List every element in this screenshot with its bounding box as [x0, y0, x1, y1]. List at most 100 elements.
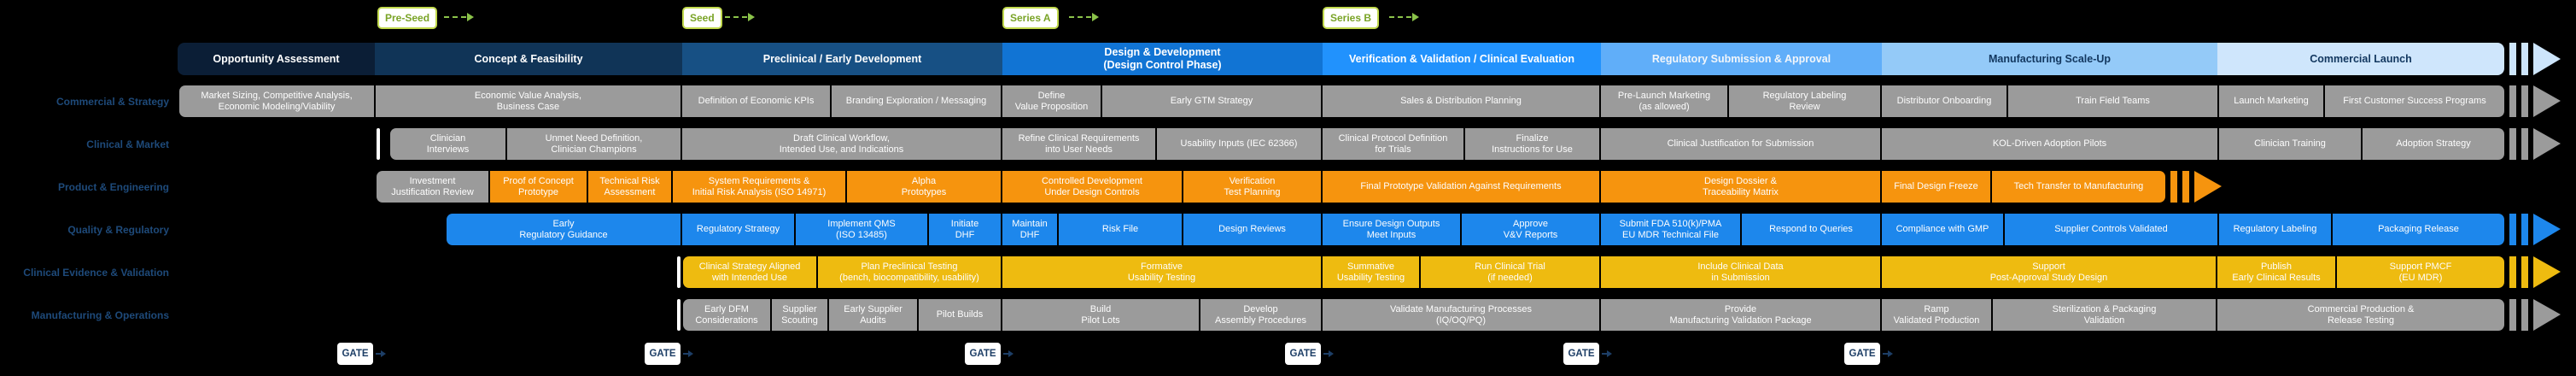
box-regulatory-strategy: Regulatory Strategy — [682, 214, 794, 245]
box-verification-test-planning: Verification Test Planning — [1183, 171, 1321, 203]
box-unmet-need-definition-clinician-champion: Unmet Need Definition, Clinician Champio… — [507, 128, 681, 160]
gate-arrow-dash — [1323, 353, 1329, 355]
lane-continuation-arrow-bar — [2182, 171, 2189, 203]
box-implement-qms-iso-13485: Implement QMS (ISO 13485) — [796, 214, 927, 245]
box-validate-manufacturing-processes-iq-oq-p: Validate Manufacturing Processes (IQ/OQ/… — [1323, 299, 1599, 331]
box-initiate-dhf: Initiate DHF — [929, 214, 1001, 245]
gate-arrow-dash — [1602, 353, 1607, 355]
box-maintain-dhf: Maintain DHF — [1002, 214, 1057, 245]
box-ramp-validated-production: Ramp Validated Production — [1882, 299, 1991, 331]
lane-label-clinical-evidence-validation: Clinical Evidence & Validation — [23, 266, 169, 279]
box-adoption-strategy: Adoption Strategy — [2363, 128, 2504, 160]
lane-continuation-arrow-bar — [2509, 128, 2516, 160]
box-sales-distribution-planning: Sales & Distribution Planning — [1323, 85, 1599, 117]
gate-marker: GATE — [337, 343, 373, 365]
box-build-pilot-lots: Build Pilot Lots — [1002, 299, 1199, 331]
lane-label-commercial-strategy: Commercial & Strategy — [55, 95, 169, 108]
lane-continuation-arrow-bar — [2521, 85, 2528, 117]
milestone-seed: Seed — [682, 7, 722, 29]
lane-label-product-engineering: Product & Engineering — [57, 180, 169, 193]
box-run-clinical-trial-if-needed: Run Clinical Trial (if needed) — [1421, 256, 1599, 288]
lane-continuation-arrow-bar — [2509, 299, 2516, 331]
gate-arrow-dash — [1883, 353, 1888, 355]
lane-continuation-arrow-bar — [2509, 214, 2516, 245]
box-clinician-training: Clinician Training — [2219, 128, 2361, 160]
milestone-pre-seed: Pre-Seed — [377, 7, 438, 29]
box-tech-transfer-to-manufacturing: Tech Transfer to Manufacturing — [1992, 171, 2165, 203]
box-train-field-teams: Train Field Teams — [2008, 85, 2217, 117]
lane-continuation-arrow-bar — [2521, 214, 2528, 245]
box-kol-driven-adoption-pilots: KOL-Driven Adoption Pilots — [1882, 128, 2217, 160]
box-compliance-with-gmp: Compliance with GMP — [1882, 214, 2003, 245]
box-provide-manufacturing-validation-package: Provide Manufacturing Validation Package — [1601, 299, 1880, 331]
box-technical-risk-assessment: Technical Risk Assessment — [588, 171, 671, 203]
box-alpha-prototypes: Alpha Prototypes — [847, 171, 1001, 203]
phase-commercial-launch: Commercial Launch — [2217, 43, 2504, 75]
gate-arrow-dash — [376, 353, 381, 355]
box-commercial-production-release-testing: Commercial Production & Release Testing — [2217, 299, 2504, 331]
box-first-customer-success-programs: First Customer Success Programs — [2325, 85, 2504, 117]
gate-arrow-dash — [683, 353, 688, 355]
box-packaging-release: Packaging Release — [2333, 214, 2504, 245]
lane-continuation-arrow-bar — [2521, 299, 2528, 331]
lane-continuation-arrow-head-icon — [2533, 299, 2561, 331]
phase-concept-feasibility: Concept & Feasibility — [375, 43, 682, 75]
box-proof-of-concept-prototype: Proof of Concept Prototype — [490, 171, 587, 203]
milestone-series-b: Series B — [1323, 7, 1380, 29]
gate-marker: GATE — [645, 343, 681, 365]
box-design-reviews: Design Reviews — [1183, 214, 1321, 245]
box-support-post-approval-study-design: Support Post-Approval Study Design — [1882, 256, 2216, 288]
box-branding-exploration-messaging: Branding Exploration / Messaging — [832, 85, 1001, 117]
milestone-arrow-dash — [444, 16, 466, 18]
gate-marker: GATE — [1563, 343, 1599, 365]
phase-continuation-arrow-head-icon — [2533, 43, 2561, 75]
box-regulatory-labeling: Regulatory Labeling — [2219, 214, 2331, 245]
phase-continuation-arrow-bar — [2509, 43, 2516, 75]
box-economic-value-analysis-business-case: Economic Value Analysis, Business Case — [376, 85, 681, 117]
phase-opportunity-assessment: Opportunity Assessment — [178, 43, 375, 75]
box-clinical-protocol-definition-for-trials: Clinical Protocol Definition for Trials — [1323, 128, 1463, 160]
lane-start-tick — [677, 256, 681, 288]
box-regulatory-labeling-review: Regulatory Labeling Review — [1729, 85, 1880, 117]
box-usability-inputs-iec-62366: Usability Inputs (IEC 62366) — [1157, 128, 1321, 160]
phase-regulatory-submission-approval: Regulatory Submission & Approval — [1601, 43, 1882, 75]
lane-start-tick — [377, 128, 380, 160]
lane-continuation-arrow-bar — [2509, 256, 2516, 288]
phase-verification-validation-clinical-evaluat: Verification & Validation / Clinical Eva… — [1323, 43, 1601, 75]
gate-marker: GATE — [965, 343, 1001, 365]
box-system-requirements-initial-risk-analysi: System Requirements & Initial Risk Analy… — [673, 171, 845, 203]
box-supplier-controls-validated: Supplier Controls Validated — [2005, 214, 2217, 245]
box-finalize-instructions-for-use: Finalize Instructions for Use — [1465, 128, 1599, 160]
gate-arrow-head-icon — [381, 350, 386, 357]
lane-continuation-arrow-head-icon — [2533, 256, 2561, 288]
box-submit-fda-510-k-pma-eu-mdr-technical-fi: Submit FDA 510(k)/PMA EU MDR Technical F… — [1601, 214, 1740, 245]
milestone-arrow-dash — [1069, 16, 1091, 18]
lane-label-manufacturing-operations: Manufacturing & Operations — [31, 308, 169, 321]
box-define-value-proposition: Define Value Proposition — [1002, 85, 1101, 117]
box-early-regulatory-guidance: Early Regulatory Guidance — [447, 214, 681, 245]
box-clinician-interviews: Clinician Interviews — [390, 128, 505, 160]
box-design-dossier-traceability-matrix: Design Dossier & Traceability Matrix — [1601, 171, 1880, 203]
box-definition-of-economic-kpis: Definition of Economic KPIs — [682, 85, 830, 117]
box-formative-usability-testing: Formative Usability Testing — [1002, 256, 1321, 288]
box-refine-clinical-requirements-into-user-n: Refine Clinical Requirements into User N… — [1002, 128, 1155, 160]
milestone-arrow-head-icon — [1412, 13, 1419, 21]
box-plan-preclinical-testing-bench-biocompat: Plan Preclinical Testing (bench, biocomp… — [818, 256, 1001, 288]
lane-continuation-arrow-bar — [2170, 171, 2177, 203]
lane-continuation-arrow-bar — [2521, 256, 2528, 288]
box-final-design-freeze: Final Design Freeze — [1882, 171, 1990, 203]
milestone-arrow-dash — [1389, 16, 1411, 18]
lane-label-quality-regulatory: Quality & Regulatory — [67, 223, 169, 236]
box-early-supplier-audits: Early Supplier Audits — [829, 299, 917, 331]
gate-arrow-dash — [1003, 353, 1008, 355]
gate-arrow-head-icon — [1008, 350, 1013, 357]
gate-arrow-head-icon — [688, 350, 693, 357]
lane-continuation-arrow-head-icon — [2533, 214, 2561, 245]
gate-arrow-head-icon — [1329, 350, 1334, 357]
lane-label-clinical-market: Clinical & Market — [86, 138, 169, 150]
milestone-arrow-head-icon — [748, 13, 755, 21]
box-respond-to-queries: Respond to Queries — [1742, 214, 1880, 245]
box-final-prototype-validation-against-requi: Final Prototype Validation Against Requi… — [1323, 171, 1599, 203]
box-sterilization-packaging-validation: Sterilization & Packaging Validation — [1993, 299, 2216, 331]
box-draft-clinical-workflow-intended-use-and: Draft Clinical Workflow, Intended Use, a… — [682, 128, 1001, 160]
